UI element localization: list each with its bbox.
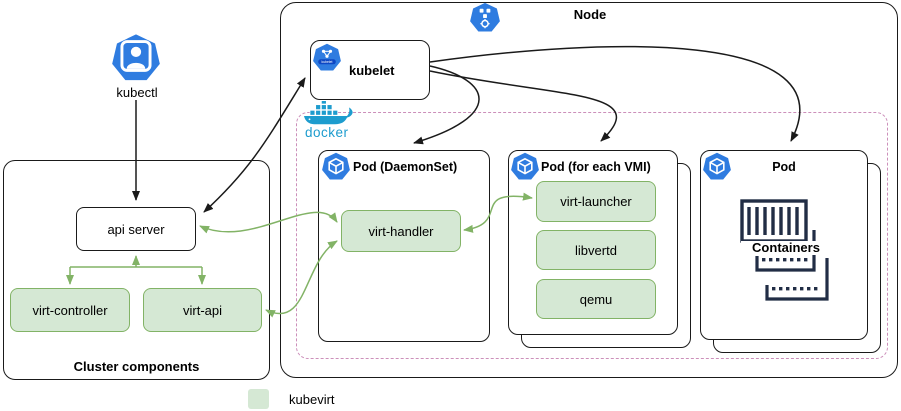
kubevirt-legend-swatch xyxy=(248,389,269,409)
kubectl-label: kubectl xyxy=(116,85,158,100)
pod-icon xyxy=(511,152,539,180)
api-server-node: api server xyxy=(76,207,196,251)
kubelet-icon-caption: kubelet xyxy=(322,60,333,64)
libvertd-label: libvertd xyxy=(575,242,617,258)
virt-controller-label: virt-controller xyxy=(32,302,108,318)
pod-daemonset-title: Pod (DaemonSet) xyxy=(353,160,458,174)
virt-handler-label: virt-handler xyxy=(368,223,434,239)
kubevirt-legend-label: kubevirt xyxy=(289,392,335,407)
pod-icon xyxy=(703,152,731,180)
kubelet-label: kubelet xyxy=(349,63,395,78)
qemu-node: qemu xyxy=(536,279,656,319)
virt-api-node: virt-api xyxy=(143,288,262,332)
virt-api-label: virt-api xyxy=(182,302,222,318)
virt-handler-node: virt-handler xyxy=(341,210,461,252)
docker-label: docker xyxy=(305,125,349,140)
pod-plain-title: Pod xyxy=(772,160,796,174)
pod-vmi-title: Pod (for each VMI) xyxy=(541,160,651,174)
cluster-components-box xyxy=(3,160,270,380)
api-server-label: api server xyxy=(107,221,165,237)
virt-launcher-node: virt-launcher xyxy=(536,181,656,222)
qemu-label: qemu xyxy=(579,291,613,307)
node-icon xyxy=(470,2,500,32)
virt-launcher-label: virt-launcher xyxy=(560,194,632,209)
node-title: Node xyxy=(573,7,607,22)
libvertd-node: libvertd xyxy=(536,230,656,270)
pod-icon xyxy=(322,152,350,180)
containers-label: Containers xyxy=(741,240,831,256)
docker-logo-icon xyxy=(302,98,356,127)
kubelet-icon: kubelet xyxy=(313,43,341,71)
kubectl-icon xyxy=(112,33,160,81)
virt-controller-node: virt-controller xyxy=(10,288,130,332)
cluster-components-title: Cluster components xyxy=(73,359,200,374)
